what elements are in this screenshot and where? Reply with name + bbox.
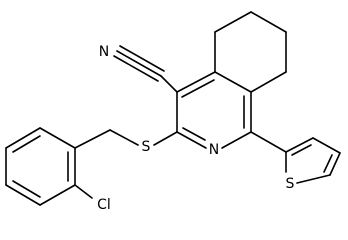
bond-nitrile-triple-3: [113, 55, 159, 82]
bond-b5-b6: [5, 127, 41, 149]
bond-c6-c7: [250, 11, 287, 33]
pyridine-ring: [176, 71, 252, 149]
bond-t5-t4: [329, 152, 341, 176]
bond-c1-n2: [221, 131, 252, 149]
bond-c4-c4a-inner: [181, 79, 215, 98]
bond-t3-t2-inner: [291, 144, 312, 156]
bond-b2-b3: [39, 184, 76, 206]
atom-label-ring-n: N: [209, 142, 219, 158]
bond-c4-c4a: [176, 71, 216, 93]
bond-t4-t3: [312, 137, 341, 154]
bond-ch2-aryl: [74, 129, 111, 149]
structure-canvas: N S N S Cl: [5, 11, 341, 211]
bond-n2-c3-inner: [182, 127, 206, 141]
atom-label-nitrile-n: N: [99, 44, 109, 60]
thioether-linker: [74, 129, 178, 149]
bond-b5-b6-inner: [12, 135, 41, 153]
atom-labels: N S N S Cl: [97, 44, 294, 211]
bond-c5-c6: [214, 11, 252, 33]
bond-c3-s: [153, 131, 178, 146]
chlorobenzene-ring: [5, 127, 93, 206]
bond-nitrile-triple-1: [116, 50, 162, 77]
bond-b6-b1: [39, 127, 76, 149]
bond-c8-c8a: [250, 71, 287, 93]
thiophene-ring: [250, 131, 341, 184]
bond-t3-t2: [285, 137, 314, 153]
bond-c1-t2: [250, 131, 287, 153]
bond-t5-t4-inner: [323, 154, 333, 173]
bond-n2-c3: [176, 131, 207, 149]
bond-nitrile-triple-2: [119, 45, 165, 72]
bond-c4a-c8a: [214, 71, 252, 93]
bond-b3-b4: [5, 184, 41, 206]
bond-s-ch2: [109, 129, 139, 146]
bond-s-t5: [296, 174, 331, 184]
atom-label-thioether-s: S: [142, 139, 151, 155]
atom-label-chlorine: Cl: [97, 197, 111, 211]
bond-b3-b4-inner: [12, 180, 41, 198]
bond-b2-cl: [74, 184, 93, 199]
nitrile-group: [113, 45, 178, 93]
cyclohexane-ring: [214, 11, 287, 93]
molecule-structure: N S N S Cl: [5, 11, 341, 211]
bond-c4-cn: [160, 75, 178, 93]
atom-label-thiophene-s: S: [286, 176, 295, 192]
